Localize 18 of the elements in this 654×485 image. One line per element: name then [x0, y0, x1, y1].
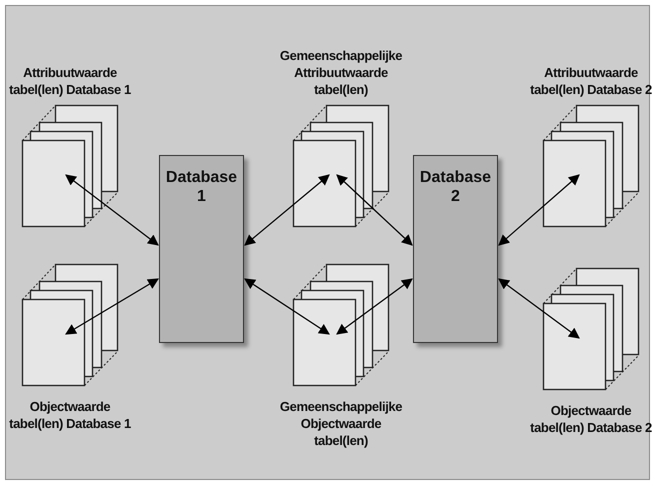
double-arrow	[498, 278, 580, 339]
double-arrow	[336, 278, 413, 335]
table-caption: Objectwaarde tabel(len) Database 1	[8, 398, 132, 432]
double-arrow	[336, 174, 413, 246]
database-box	[159, 155, 244, 343]
database-label: Database 2	[418, 168, 492, 206]
double-arrow	[244, 174, 330, 246]
double-arrow	[244, 278, 330, 335]
double-arrow	[65, 278, 159, 335]
double-arrow	[65, 174, 159, 246]
double-arrow	[498, 174, 580, 246]
table-caption: Gemeenschappelijke Objectwaarde tabel(len)	[278, 398, 404, 449]
table-caption: Attribuutwaarde tabel(len) Database 1	[8, 64, 132, 98]
database-box	[413, 155, 498, 343]
table-caption: Gemeenschappelijke Attribuutwaarde tabel(len)	[278, 47, 404, 98]
table-caption: Objectwaarde tabel(len) Database 2	[529, 402, 653, 436]
table-caption: Attribuutwaarde tabel(len) Database 2	[529, 64, 653, 98]
database-label: Database 1	[164, 168, 238, 206]
